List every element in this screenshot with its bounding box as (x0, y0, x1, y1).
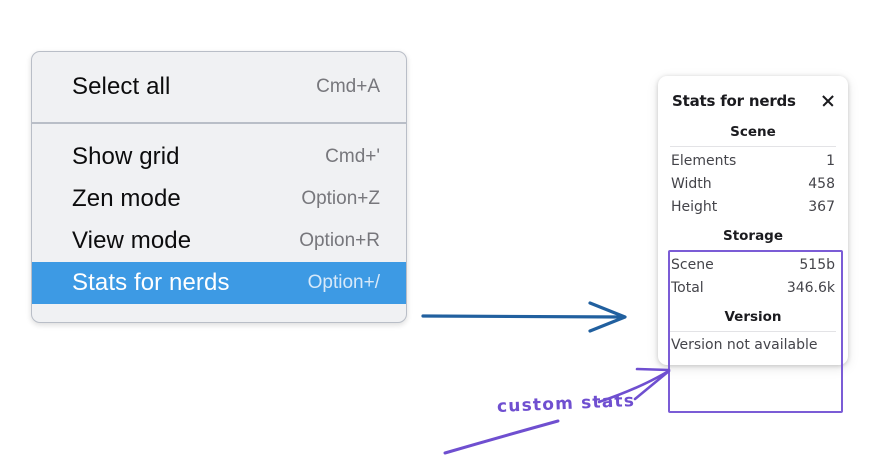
blue-arrow-annotation (421, 301, 627, 333)
menu-item-label: Zen mode (72, 185, 181, 212)
menu-item-shortcut: Option+R (299, 230, 380, 251)
stat-row-width: Width 458 (658, 172, 848, 195)
stat-value: 458 (808, 175, 835, 192)
version-text: Version not available (671, 337, 818, 353)
stat-key: Total (671, 279, 704, 296)
menu-group-view: Show grid Cmd+' Zen mode Option+Z View m… (32, 124, 406, 322)
stat-key: Height (671, 198, 718, 215)
stat-key: Elements (671, 152, 737, 169)
section-heading-scene: Scene (730, 124, 776, 140)
purple-underline-annotation (443, 419, 560, 455)
menu-item-label: View mode (72, 227, 192, 254)
menu-group-selection: Select all Cmd+A (32, 52, 406, 124)
stat-value: 515b (799, 256, 835, 273)
stat-row-elements: Elements 1 (658, 149, 848, 172)
menu-item-label: Select all (72, 73, 171, 100)
stat-key: Scene (671, 256, 714, 273)
menu-item-stats-for-nerds[interactable]: Stats for nerds Option+/ (32, 262, 406, 304)
stat-row-total-storage: Total 346.6k (658, 276, 848, 299)
menu-item-zen-mode[interactable]: Zen mode Option+Z (32, 178, 406, 220)
section-heading-storage: Storage (722, 228, 784, 244)
stat-value: 1 (826, 152, 835, 169)
menu-item-label: Show grid (72, 143, 180, 170)
panel-title: Stats for nerds (672, 92, 796, 110)
menu-item-label: Stats for nerds (72, 269, 230, 296)
stat-row-height: Height 367 (658, 195, 848, 218)
panel-header: Stats for nerds (658, 88, 848, 114)
section-divider (670, 331, 836, 332)
section-divider (670, 250, 836, 251)
menu-item-shortcut: Cmd+A (316, 76, 380, 97)
menu-item-shortcut: Option+/ (307, 272, 380, 293)
stat-key: Width (671, 175, 712, 192)
menu-item-shortcut: Cmd+' (325, 146, 380, 167)
context-menu[interactable]: Select all Cmd+A Show grid Cmd+' Zen mod… (31, 51, 407, 323)
close-icon[interactable] (820, 93, 836, 109)
menu-item-view-mode[interactable]: View mode Option+R (32, 220, 406, 262)
menu-item-select-all[interactable]: Select all Cmd+A (32, 66, 406, 108)
section-divider (670, 146, 836, 147)
menu-item-shortcut: Option+Z (301, 188, 380, 209)
stats-for-nerds-panel: Stats for nerds Scene Elements 1 Width 4… (658, 76, 848, 365)
stat-row-scene-storage: Scene 515b (658, 253, 848, 276)
section-heading-version: Version (724, 309, 782, 325)
purple-arrow-annotation (597, 367, 671, 404)
menu-item-show-grid[interactable]: Show grid Cmd+' (32, 136, 406, 178)
stat-value: 346.6k (786, 279, 835, 296)
stat-value: 367 (808, 198, 835, 215)
